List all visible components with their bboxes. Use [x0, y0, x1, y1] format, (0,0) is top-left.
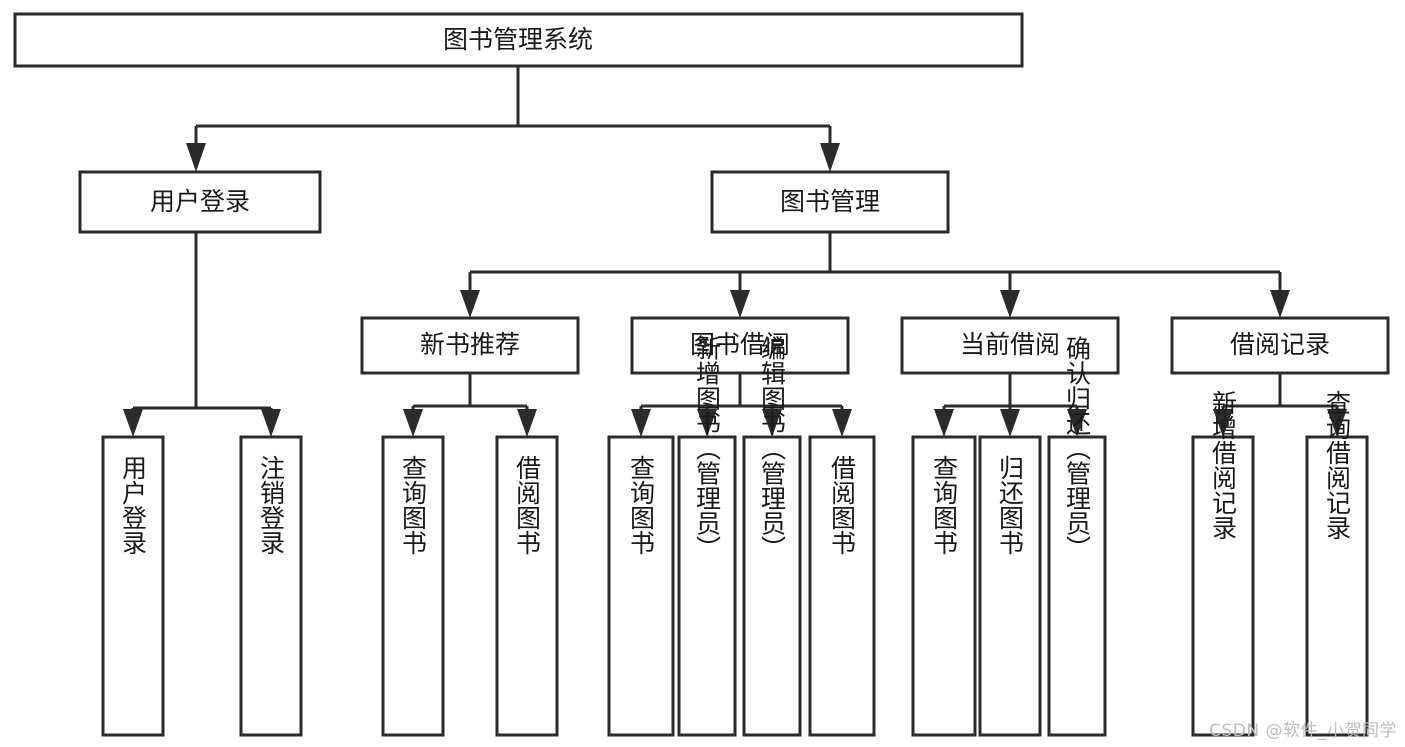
node-leaf-borrow-book-2[interactable]: 借阅图书 — [808, 435, 876, 737]
node-leaf-query-book-1-label: 查询图书 — [399, 455, 428, 555]
node-leaf-add-book[interactable]: 新增图书（管理员） — [677, 336, 737, 737]
node-leaf-return-book[interactable]: 归还图书 — [978, 435, 1042, 737]
node-root[interactable]: 图书管理系统 — [13, 12, 1024, 68]
node-new-book-recommend-box[interactable] — [360, 316, 580, 375]
node-new-book-recommend-label: 新书推荐 — [420, 330, 520, 359]
node-leaf-query-record[interactable]: 查询借阅记录 — [1305, 390, 1369, 737]
arrow-to-borrow-record — [1270, 290, 1290, 318]
node-leaf-add-record-box[interactable] — [1191, 435, 1255, 737]
node-user-login-box[interactable] — [78, 170, 322, 234]
arrow-to-leaf-user-login — [123, 409, 143, 437]
node-borrow-record-box[interactable] — [1170, 316, 1390, 375]
node-leaf-query-book-3[interactable]: 查询图书 — [911, 435, 977, 737]
node-leaf-query-book-2[interactable]: 查询图书 — [607, 435, 675, 737]
node-leaf-query-book-3-box[interactable] — [911, 435, 977, 737]
node-leaf-query-book-1[interactable]: 查询图书 — [381, 435, 445, 737]
node-leaf-add-book-label: 新增图书（管理员） — [693, 336, 722, 561]
connector-user-login-bus — [131, 232, 273, 418]
node-book-manage-box[interactable] — [710, 170, 950, 234]
node-leaf-query-book-1-box[interactable] — [381, 435, 445, 737]
arrow-to-leaf-query-book-2 — [631, 409, 651, 437]
arrow-to-leaf-query-book-3 — [934, 409, 954, 437]
node-leaf-borrow-book-2-label: 借阅图书 — [828, 455, 857, 555]
node-current-borrow-label: 当前借阅 — [960, 330, 1060, 359]
connector-book-borrow-bus — [639, 373, 844, 416]
node-borrow-record-label: 借阅记录 — [1230, 330, 1330, 359]
arrow-to-leaf-borrow-book-2 — [832, 409, 852, 437]
node-leaf-return-book-label: 归还图书 — [996, 455, 1025, 555]
node-current-borrow-box[interactable] — [900, 316, 1120, 375]
node-leaf-borrow-book-1[interactable]: 借阅图书 — [495, 435, 559, 737]
node-leaf-add-record[interactable]: 新增借阅记录 — [1191, 390, 1255, 737]
node-leaf-user-logout-box[interactable] — [239, 435, 303, 737]
node-leaf-user-login-label: 用户登录 — [119, 455, 148, 555]
node-leaf-edit-book-label: 编辑图书（管理员） — [758, 336, 787, 561]
arrow-to-leaf-user-logout — [261, 409, 281, 437]
node-book-borrow[interactable]: 图书借阅 — [630, 316, 850, 375]
arrow-to-leaf-query-book-1 — [403, 409, 423, 437]
node-leaf-query-book-3-label: 查询图书 — [930, 455, 959, 555]
node-root-box[interactable] — [13, 12, 1024, 68]
node-leaf-confirm-return-box[interactable] — [1047, 435, 1107, 737]
arrow-to-leaf-return-book — [1000, 409, 1020, 437]
arrow-to-leaf-confirm-return — [1067, 409, 1087, 437]
arrow-to-leaf-add-record — [1213, 409, 1233, 437]
node-leaf-user-logout-label: 注销登录 — [257, 455, 286, 555]
node-leaf-return-book-box[interactable] — [978, 435, 1042, 737]
connector-root-bus — [194, 66, 832, 152]
arrow-to-leaf-query-record — [1327, 409, 1347, 437]
node-leaf-confirm-return[interactable]: 确认归还（管理员） — [1047, 336, 1107, 737]
node-leaf-confirm-return-label: 确认归还（管理员） — [1063, 336, 1092, 561]
connector-layer — [123, 66, 1347, 437]
node-current-borrow[interactable]: 当前借阅 — [900, 316, 1120, 375]
node-leaf-user-logout[interactable]: 注销登录 — [239, 435, 303, 737]
arrow-to-new-book-recommend — [460, 290, 480, 318]
connector-borrow-record-bus — [1221, 373, 1339, 416]
node-leaf-query-book-2-label: 查询图书 — [627, 455, 656, 555]
arrow-to-leaf-edit-book — [762, 409, 782, 437]
node-leaf-borrow-book-1-label: 借阅图书 — [513, 455, 542, 555]
node-leaf-user-login-box[interactable] — [101, 435, 165, 737]
node-leaf-add-book-box[interactable] — [677, 435, 737, 737]
node-leaf-edit-book[interactable]: 编辑图书（管理员） — [742, 336, 802, 737]
node-leaf-borrow-book-1-box[interactable] — [495, 435, 559, 737]
arrow-to-leaf-add-book — [697, 409, 717, 437]
node-user-login[interactable]: 用户登录 — [78, 170, 322, 234]
connector-book-manage-bus — [468, 232, 1282, 292]
arrow-to-user-login — [186, 143, 206, 172]
node-leaf-user-login[interactable]: 用户登录 — [101, 435, 165, 737]
node-leaf-edit-book-box[interactable] — [742, 435, 802, 737]
arrow-to-book-borrow — [730, 290, 750, 318]
node-book-manage-label: 图书管理 — [780, 187, 880, 216]
node-user-login-label: 用户登录 — [150, 187, 250, 216]
node-leaf-query-record-label: 查询借阅记录 — [1323, 390, 1352, 540]
node-root-label: 图书管理系统 — [443, 25, 593, 54]
node-new-book-recommend[interactable]: 新书推荐 — [360, 316, 580, 375]
node-book-borrow-label: 图书借阅 — [690, 330, 790, 359]
node-book-manage[interactable]: 图书管理 — [710, 170, 950, 234]
node-leaf-query-record-box[interactable] — [1305, 435, 1369, 737]
node-book-borrow-box[interactable] — [630, 316, 850, 375]
node-borrow-record[interactable]: 借阅记录 — [1170, 316, 1390, 375]
arrow-to-book-manage — [820, 143, 840, 172]
arrow-to-current-borrow — [1000, 290, 1020, 318]
node-leaf-add-record-label: 新增借阅记录 — [1209, 390, 1238, 540]
node-leaf-borrow-book-2-box[interactable] — [808, 435, 876, 737]
node-leaf-query-book-2-box[interactable] — [607, 435, 675, 737]
connector-new-book-recommend-bus — [411, 373, 529, 416]
arrow-to-leaf-borrow-book-1 — [517, 409, 537, 437]
